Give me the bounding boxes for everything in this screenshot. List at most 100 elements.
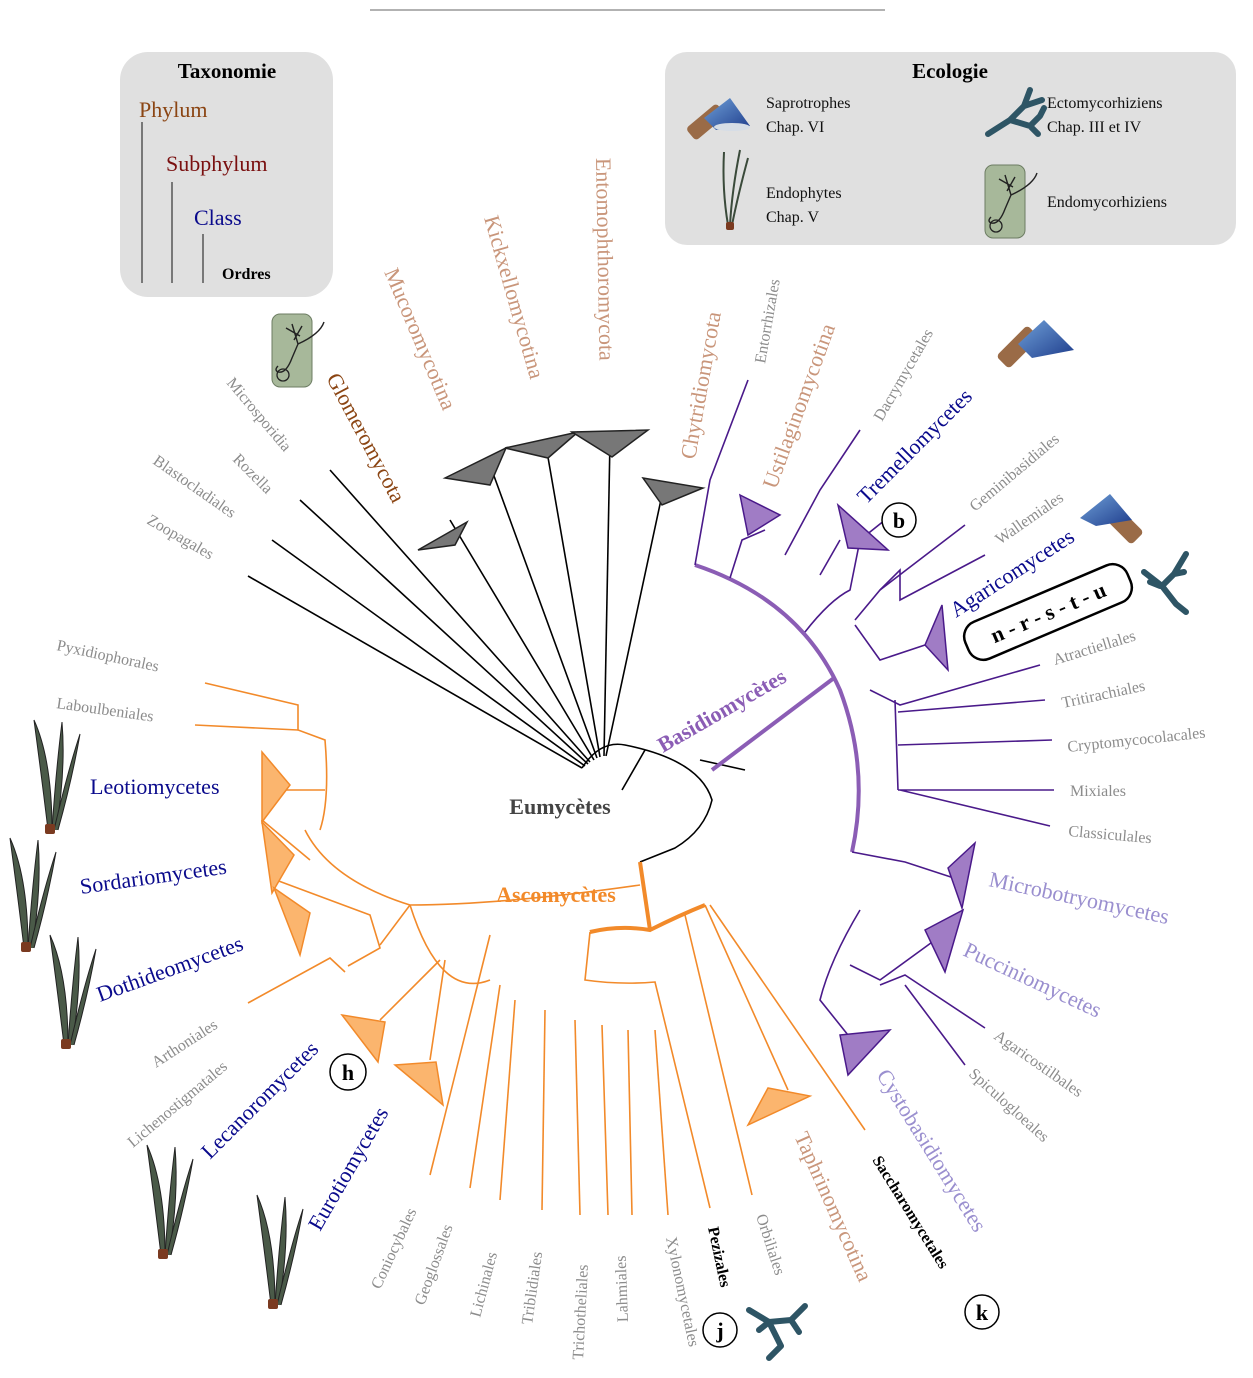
chapter-badge-h: h: [329, 1053, 367, 1091]
order-spiculogloeales: Spiculogloeales: [965, 1065, 1052, 1145]
order-coniocybales: Coniocybales: [368, 1206, 420, 1292]
euroti-triangle: [393, 1061, 445, 1107]
order-lichinales: Lichinales: [467, 1250, 501, 1319]
class-cystobasidiomycetes: Cystobasidiomycetes: [872, 1064, 992, 1236]
mucoro-triangle: [442, 446, 508, 486]
phylum-chytridiomycota: Chytridiomycota: [675, 309, 726, 460]
puccinio-triangle: [924, 908, 965, 975]
chapter-badge-b: b: [881, 502, 917, 538]
tremello-triangle: [836, 502, 891, 551]
svg-text:h: h: [342, 1060, 354, 1085]
leotio-triangle: [261, 749, 291, 825]
legend-ecologie-title: Ecologie: [912, 59, 988, 83]
class-pucciniomycetes: Pucciniomycetes: [960, 937, 1106, 1023]
lecanoro-triangle: [340, 1013, 386, 1064]
order-lahmiales: Lahmiales: [613, 1255, 632, 1322]
glomero-endomycorrhiza-icon: [271, 313, 325, 388]
order-atractiellales: Atractiellales: [1051, 628, 1138, 669]
sordario-triangle: [260, 819, 295, 896]
asco-branches: [194, 682, 866, 1216]
endomycorrhiza-icon: [984, 164, 1038, 239]
entomophthoro-triangle: [569, 429, 651, 458]
subphylum-kickxellomycotina: Kickxellomycotina: [479, 212, 550, 381]
leotio-endophyte-icon: [33, 719, 81, 834]
saprotroph-icon: [687, 98, 750, 140]
svg-text:j: j: [715, 1318, 723, 1343]
phylum-entomophthoromycota: Entomophthoromycota: [591, 158, 620, 361]
euroti-endophyte-icon: [256, 1194, 304, 1309]
tremello-saprotroph-icon: [997, 320, 1074, 368]
order-trichotheliales: Trichotheliales: [570, 1264, 592, 1360]
subphylum-mucoromycotina: Mucoromycotina: [379, 264, 461, 413]
class-lecanoromycetes: Lecanoromycetes: [196, 1036, 323, 1163]
class-leotiomycetes: Leotiomycetes: [90, 774, 220, 799]
ectomycorrhiza-icon: [985, 87, 1047, 137]
ustilagino-triangle: [738, 493, 782, 537]
order-cryptomycocolacales: Cryptomycocolacales: [1067, 725, 1207, 756]
class-eurotiomycetes: Eurotiomycetes: [303, 1102, 394, 1234]
legend-taxonomie: Taxonomie Phylum Subphylum Class Ordres: [120, 52, 333, 297]
dothideo-triangle: [272, 885, 311, 958]
legend-taxonomie-title: Taxonomie: [178, 59, 276, 83]
taphrino-triangle: [746, 1087, 813, 1127]
legend-phylum: Phylum: [139, 97, 207, 122]
phylum-glomeromycota: Glomeromycota: [322, 369, 411, 507]
class-dothideomycetes: Dothideomycetes: [93, 931, 246, 1007]
pezizales-ecto-icon: [746, 1303, 808, 1361]
center-eumycetes: Eumycètes: [509, 794, 611, 819]
order-rozella: Rozella: [229, 451, 276, 498]
order-arthoniales: Arthoniales: [149, 1016, 221, 1071]
order-xylonomycetales: Xylonomycetales: [662, 1235, 702, 1348]
kickxello-triangle: [504, 431, 579, 459]
asco-labels: Pyxidiophorales Laboulbeniales Leotiomyc…: [55, 637, 1000, 1361]
order-orbiliales: Orbiliales: [752, 1212, 788, 1277]
microbotryo-triangle: [947, 840, 977, 911]
chytridio-triangle: [641, 476, 706, 506]
eumycetes-branches: [247, 429, 746, 863]
chapter-badge-k: k: [964, 1294, 1000, 1330]
order-blastocladiales: Blastocladiales: [150, 452, 239, 521]
order-pyxidiophorales: Pyxidiophorales: [55, 637, 160, 675]
legend-ecologie: Ecologie Saprotrophes Chap. VI Endophyte…: [665, 52, 1236, 245]
legend-ordres: Ordres: [222, 266, 271, 283]
order-classiculales: Classiculales: [1068, 823, 1153, 847]
endophytes-label: Endophytes: [766, 185, 842, 202]
lecanoro-endophyte-icon: [146, 1144, 194, 1259]
order-entorrhizales: Entorrhizales: [752, 278, 784, 365]
agarico-triangle: [924, 604, 949, 673]
order-geoglossales: Geoglossales: [412, 1222, 457, 1307]
legend-class: Class: [194, 205, 242, 230]
sordario-endophyte-icon: [9, 837, 57, 952]
agarico-saprotroph-icon: [1080, 494, 1143, 544]
saprotrophes-chapter: Chap. VI: [766, 119, 824, 136]
legend-subphylum: Subphylum: [166, 151, 267, 176]
cystobasidio-triangle: [839, 1029, 892, 1077]
class-sordariomycetes: Sordariomycetes: [78, 854, 228, 899]
svg-text:k: k: [976, 1300, 989, 1325]
svg-text:b: b: [893, 508, 905, 533]
class-tremellomycetes: Tremellomycetes: [852, 383, 977, 508]
basidio-labels: Entorrhizales Ustilaginomycotina Dacrymy…: [653, 278, 1206, 1236]
basidio-branches: [694, 379, 1054, 1077]
order-dacrymycetales: Dacrymycetales: [871, 326, 937, 424]
order-tritirachiales: Tritirachiales: [1060, 678, 1146, 712]
agarico-ecto-icon: [1141, 551, 1189, 615]
order-mixiales: Mixiales: [1070, 783, 1126, 800]
ecto-label: Ectomycorhiziens: [1047, 95, 1163, 112]
ecto-chapter: Chap. III et IV: [1047, 119, 1142, 136]
dothideo-endophyte-icon: [49, 934, 97, 1049]
chapter-badge-j: j: [702, 1312, 738, 1348]
endophytes-chapter: Chap. V: [766, 209, 819, 226]
center-ascomycetes: Ascomycètes: [496, 882, 616, 907]
order-zoopagales: Zoopagales: [144, 512, 216, 564]
subphylum-taphrinomycotina: Taphrinomycotina: [789, 1128, 877, 1285]
order-triblidiales: Triblidiales: [519, 1251, 546, 1326]
order-laboulbeniales: Laboulbeniales: [55, 695, 154, 725]
center-basidiomycetes: Basidiomycètes: [653, 663, 791, 757]
saprotrophes-label: Saprotrophes: [766, 95, 850, 112]
order-pezizales: Pezizales: [704, 1225, 733, 1288]
endophyte-icon: [722, 149, 749, 230]
class-microbotryomycetes: Microbotryomycetes: [987, 866, 1171, 929]
endo-label: Endomycorhiziens: [1047, 194, 1167, 211]
